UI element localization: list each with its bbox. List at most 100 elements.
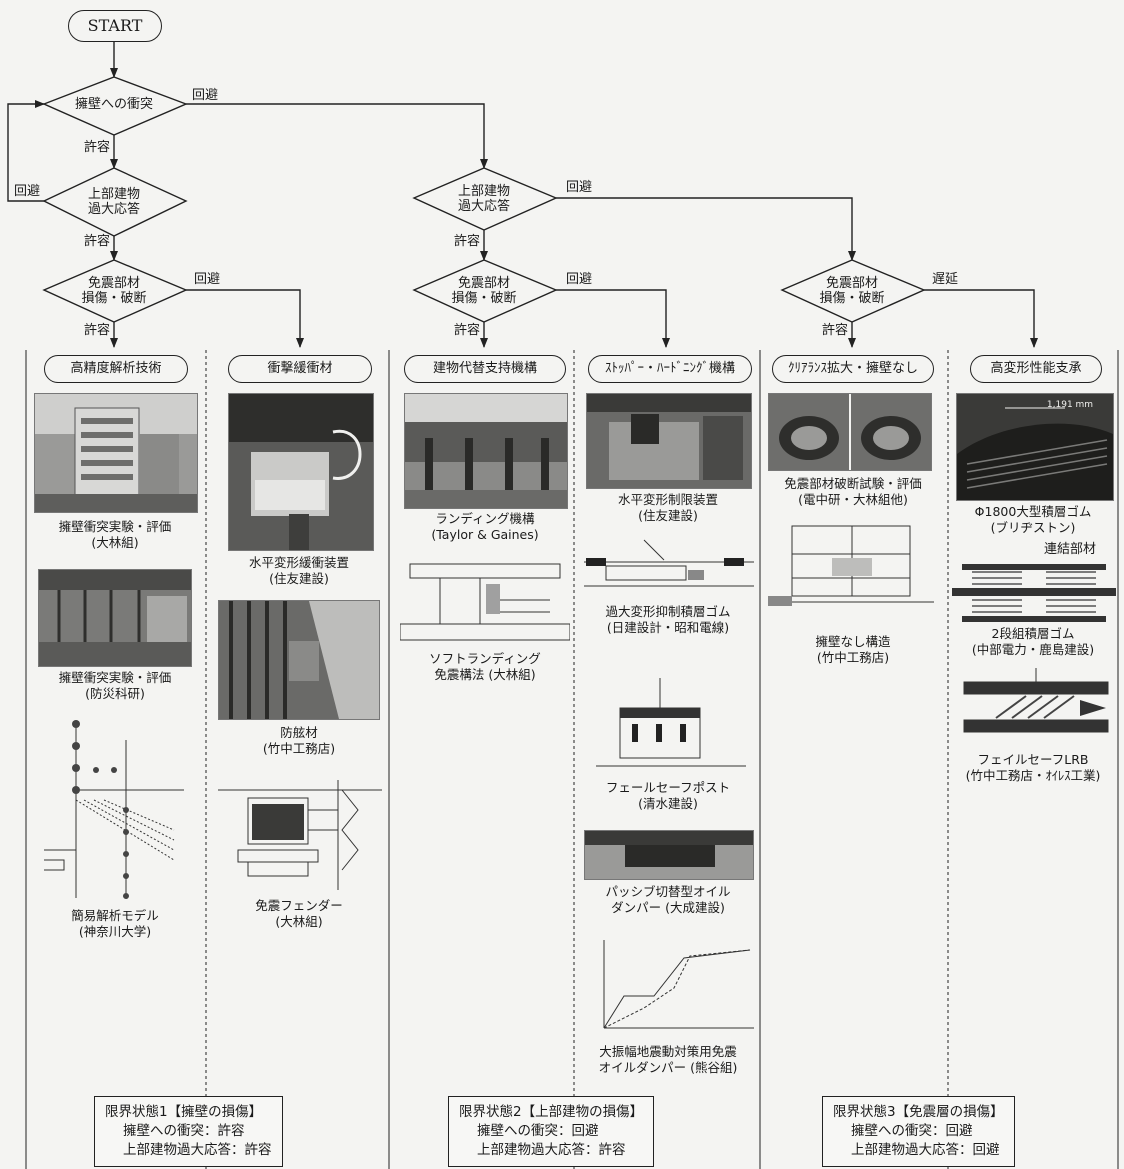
caption-col1-item1: 擁壁衝突実験・評価 (大林組) [28, 519, 202, 551]
decision-d3-line1: 免震部材 [64, 276, 164, 291]
caption-col4-item1: 水平変形制限装置 (住友建設) [578, 492, 758, 524]
edge-label-d5-right: 回避 [566, 272, 592, 287]
caption-line: (ブリヂストン) [948, 520, 1118, 536]
fail-safe-lrb-diagram [956, 668, 1116, 748]
edge-label-d5-down: 許容 [454, 323, 480, 338]
caption-col4-item5: 大振幅地震動対策用免震 オイルダンパー (熊谷組) [574, 1044, 762, 1076]
photo-passive-oil-damper [584, 830, 754, 880]
caption-line: 簡易解析モデル [28, 908, 202, 924]
caption-line: 水平変形緩衝装置 [210, 555, 388, 571]
decision-d5: 免震部材 損傷・破断 [434, 276, 534, 306]
caption-line: (清水建設) [578, 796, 758, 812]
limit-state-line: 上部建物過大応答：回避 [833, 1141, 1004, 1160]
dimension-label: 1,191 mm [1040, 398, 1100, 413]
decision-d1: 擁壁への衝突 [64, 97, 164, 112]
caption-col2-item1: 水平変形緩衝装置 (住友建設) [210, 555, 388, 587]
edge-label-d2-down: 許容 [84, 234, 110, 249]
photo-wall-impact-test-obayashi [34, 393, 198, 513]
caption-line: ソフトランディング [396, 651, 574, 667]
decision-d6-line2: 損傷・破断 [802, 291, 902, 306]
no-retaining-wall-diagram [768, 518, 934, 618]
photo-fender-takenaka [218, 600, 380, 720]
decision-d6-line1: 免震部材 [802, 276, 902, 291]
caption-line: (電中研・大林組他) [762, 492, 944, 508]
caption-line: 2段組積層ゴム [948, 626, 1118, 642]
decision-d2-line1: 上部建物 [64, 187, 164, 202]
limit-state-title: 限界状態1【擁壁の損傷】 [105, 1103, 272, 1122]
caption-line: (竹中工務店・ｵｲﾚｽ工業) [948, 768, 1118, 784]
caption-line: (竹中工務店) [210, 741, 388, 757]
caption-col3-item2: ソフトランディング 免震構法 (大林組) [396, 651, 574, 683]
edge-label-d6-right: 遅延 [932, 272, 958, 287]
limit-state-line: 擁壁への衝突：回避 [459, 1122, 643, 1141]
caption-line: (神奈川大学) [28, 924, 202, 940]
edge-d1-d4 [186, 104, 484, 168]
seismic-fender-diagram [218, 770, 382, 890]
edge-d6-col6 [924, 290, 1034, 347]
caption-line: (日建設計・昭和電線) [578, 620, 758, 636]
column-header-2: 衝撃緩衝材 [228, 355, 372, 383]
column-header-3: 建物代替支持機構 [404, 355, 566, 383]
limit-state-line: 上部建物過大応答：許容 [459, 1141, 643, 1160]
caption-line: (竹中工務店) [762, 650, 944, 666]
caption-col4-item3: フェールセーフポスト (清水建設) [578, 780, 758, 812]
caption-line: 免震構法 (大林組) [396, 667, 574, 683]
caption-line: 免震部材破断試験・評価 [762, 476, 944, 492]
column-header-5: ｸﾘｱﾗﾝｽ拡大・擁壁なし [772, 355, 934, 383]
caption-line: フェイルセーフLRB [948, 752, 1118, 768]
caption-col3-item1: ランディング機構 (Taylor & Gaines) [396, 511, 574, 543]
caption-col2-item3: 免震フェンダー (大林組) [210, 898, 388, 930]
caption-line: フェールセーフポスト [578, 780, 758, 796]
decision-d2: 上部建物 過大応答 [64, 187, 164, 217]
decision-d1-line1: 擁壁への衝突 [75, 97, 153, 112]
caption-line: 擁壁衝突実験・評価 [28, 670, 202, 686]
caption-col1-item3: 簡易解析モデル (神奈川大学) [28, 908, 202, 940]
photo-isolator-break-test [768, 393, 932, 471]
decision-d2-line2: 過大応答 [64, 202, 164, 217]
caption-line: (大林組) [28, 535, 202, 551]
decision-d4: 上部建物 過大応答 [434, 184, 534, 214]
edge-label-d1-down: 許容 [84, 140, 110, 155]
caption-line: パッシブ切替型オイル [578, 884, 758, 900]
caption-line: 大振幅地震動対策用免震 [574, 1044, 762, 1060]
decision-d3-line2: 損傷・破断 [64, 291, 164, 306]
caption-line: ランディング機構 [396, 511, 574, 527]
connector-label: 連結部材 [1044, 542, 1096, 557]
excess-deformation-rubber-diagram [584, 530, 754, 600]
caption-line: オイルダンパー (熊谷組) [574, 1060, 762, 1076]
decision-d3: 免震部材 損傷・破断 [64, 276, 164, 306]
caption-line: (防災科研) [28, 686, 202, 702]
caption-line: Φ1800大型積層ゴム [948, 504, 1118, 520]
column-header-4: ｽﾄｯﾊﾟｰ・ﾊｰﾄﾞﾆﾝｸﾞ機構 [588, 355, 752, 383]
oil-damper-curve-diagram [594, 936, 756, 1038]
edge-label-d4-right: 回避 [566, 180, 592, 195]
caption-line: ダンパー (大成建設) [578, 900, 758, 916]
limit-state-2: 限界状態2【上部建物の損傷】 擁壁への衝突：回避 上部建物過大応答：許容 [448, 1096, 654, 1167]
decision-d5-line1: 免震部材 [434, 276, 534, 291]
caption-line: 防舷材 [210, 725, 388, 741]
photo-horizontal-buffer-device [228, 393, 374, 551]
caption-line: (住友建設) [578, 508, 758, 524]
decision-d5-line2: 損傷・破断 [434, 291, 534, 306]
edge-label-d6-down: 許容 [822, 323, 848, 338]
edge-label-d1-right: 回避 [192, 88, 218, 103]
caption-col6-item2: 2段組積層ゴム (中部電力・鹿島建設) [948, 626, 1118, 658]
decision-d4-line2: 過大応答 [434, 199, 534, 214]
limit-state-title: 限界状態2【上部建物の損傷】 [459, 1103, 643, 1122]
caption-col5-item1: 免震部材破断試験・評価 (電中研・大林組他) [762, 476, 944, 508]
caption-col6-item1: Φ1800大型積層ゴム (ブリヂストン) [948, 504, 1118, 536]
limit-state-1: 限界状態1【擁壁の損傷】 擁壁への衝突：許容 上部建物過大応答：許容 [94, 1096, 283, 1167]
limit-state-line: 擁壁への衝突：許容 [105, 1122, 272, 1141]
caption-col1-item2: 擁壁衝突実験・評価 (防災科研) [28, 670, 202, 702]
caption-line: (中部電力・鹿島建設) [948, 642, 1118, 658]
edge-label-d3-down: 許容 [84, 323, 110, 338]
column-header-6: 高変形性能支承 [970, 355, 1102, 383]
fail-safe-post-diagram [596, 658, 746, 776]
photo-wall-impact-test-bosai [38, 569, 192, 667]
photo-landing-mechanism [404, 393, 568, 509]
caption-line: 擁壁衝突実験・評価 [28, 519, 202, 535]
column-header-1: 高精度解析技術 [44, 355, 188, 383]
soft-landing-diagram [400, 560, 570, 644]
limit-state-line: 擁壁への衝突：回避 [833, 1122, 1004, 1141]
caption-line: (住友建設) [210, 571, 388, 587]
